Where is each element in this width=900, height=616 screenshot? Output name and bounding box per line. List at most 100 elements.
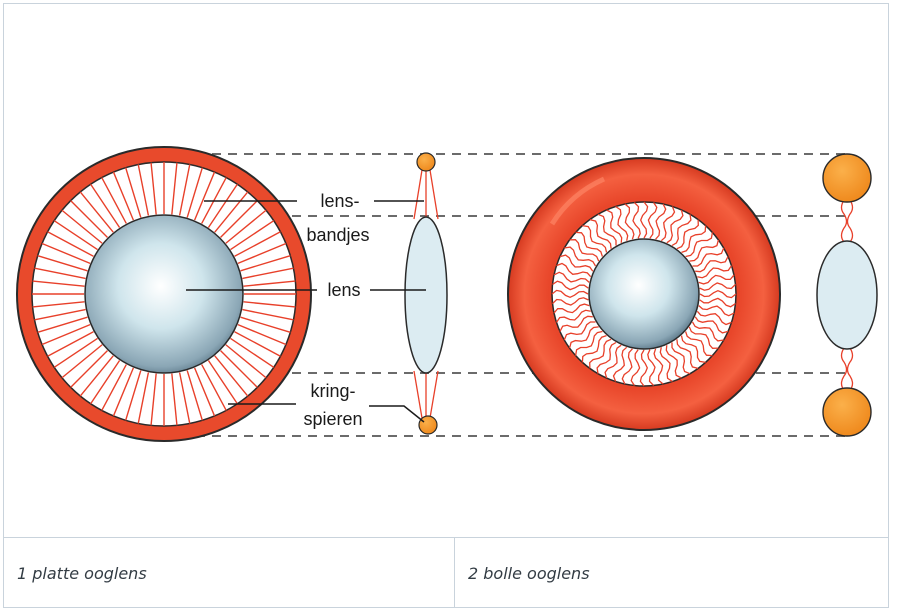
ligament-strand <box>639 201 649 239</box>
ligament-strand <box>612 346 628 382</box>
ligament-strand <box>671 342 691 375</box>
ligament-strand <box>53 337 98 368</box>
round-eye-front-view <box>507 157 781 431</box>
ligament-strand <box>699 297 736 308</box>
ligament-strand <box>692 247 725 267</box>
figure-frame: lens- bandjes lens kring- spieren <box>3 3 889 608</box>
lens-round <box>588 238 700 350</box>
ligament-strand <box>689 239 720 262</box>
lens-flat <box>84 214 244 374</box>
ligament-strand <box>32 301 85 308</box>
ligament-strand <box>697 265 733 279</box>
flat-lens-side-view <box>404 152 448 435</box>
ligament-strand <box>666 209 684 244</box>
ligament-strand <box>684 331 713 357</box>
ligament-strand <box>101 364 127 411</box>
muscle-cross-section-bottom-flat <box>418 415 438 435</box>
ligament-strand <box>47 331 94 357</box>
ligament-strand <box>582 224 608 253</box>
ligament-strand <box>34 267 86 280</box>
ligament-strand <box>624 203 635 240</box>
ligament-strand <box>240 316 291 333</box>
flat-eye-front-view <box>16 146 312 442</box>
ligament-strand <box>150 373 157 426</box>
ligament-strand <box>630 349 641 386</box>
ligament-strand <box>214 191 249 233</box>
ligament-strand <box>696 310 732 326</box>
ligament-strand <box>574 330 603 356</box>
ligament-strand <box>37 255 88 272</box>
ligament-strand <box>90 360 121 405</box>
ligament-strand <box>112 367 135 417</box>
caption-round-lens: 2 bolle ooglens <box>468 563 590 583</box>
ligament-strand <box>647 349 656 386</box>
ligament-strand <box>660 206 676 242</box>
ligament-strand <box>230 220 275 251</box>
ligament-strand <box>695 256 729 273</box>
ligament-strand <box>596 341 617 374</box>
eye-lens-diagram: lens- bandjes lens kring- spieren <box>4 4 890 537</box>
ligament-strand <box>137 164 150 216</box>
ligament-strand <box>685 232 714 258</box>
ligament-strand <box>220 200 258 238</box>
ligament-strand <box>243 301 296 308</box>
lens-side-round <box>816 240 878 350</box>
ligament-strand <box>575 231 604 257</box>
ligament-strand <box>214 355 249 397</box>
ligament-strand <box>676 219 699 250</box>
ligament-strand <box>201 364 227 411</box>
ligament-strand <box>186 167 203 218</box>
label-lens: lens <box>327 280 360 300</box>
ligament-strand <box>691 321 724 342</box>
ligament-strand <box>242 308 294 321</box>
ligament-strand <box>207 183 238 228</box>
lens-ligaments-flat <box>32 162 296 426</box>
round-lens-side-view <box>816 153 878 437</box>
pointer-lines <box>186 200 426 423</box>
ligament-strand <box>79 191 114 233</box>
ligament-strand <box>237 323 287 346</box>
ligament-strand <box>112 171 135 221</box>
ligament-strand <box>621 348 633 385</box>
ligament-strand <box>79 355 114 397</box>
ligament-strand <box>125 370 142 421</box>
ligament-strand <box>559 254 594 272</box>
ligament-strand <box>101 177 127 224</box>
ligament-strand <box>137 372 150 424</box>
ligament-strand <box>240 255 291 272</box>
ligament-strand <box>237 242 287 265</box>
ligament-strand <box>606 209 623 243</box>
ligament-strand <box>597 213 617 246</box>
ligament-strand <box>555 309 591 323</box>
ligament-strand <box>647 202 658 239</box>
ligament-strand <box>698 305 735 317</box>
ligament-strand <box>699 282 736 291</box>
ligament-strand <box>171 162 178 215</box>
ligament-strand <box>37 316 88 333</box>
ligament-strand <box>659 347 673 383</box>
muscle-cross-section-top-round <box>822 153 872 203</box>
ligament-strand <box>193 171 216 221</box>
label-kringspieren-line2: spieren <box>303 409 362 429</box>
ligament-strand <box>242 267 294 280</box>
ligament-strand <box>553 303 590 314</box>
ligament-strand <box>564 246 597 267</box>
ligament-strand <box>568 326 599 349</box>
ligament-strand <box>41 323 91 346</box>
ligament-strand <box>234 331 281 357</box>
ligament-strand <box>632 202 641 239</box>
ligament-strand <box>61 344 103 379</box>
ligament-strand <box>186 370 203 421</box>
ligament-strand <box>178 164 191 216</box>
ligament-strand <box>655 203 667 240</box>
ligament-strand <box>41 242 91 265</box>
ligament-strand <box>53 220 98 251</box>
ligament-strand <box>61 209 103 244</box>
ligament-strand <box>178 372 191 424</box>
ligament-strand <box>699 289 737 299</box>
ligament-strand <box>207 360 238 405</box>
ligament-strand <box>553 271 590 283</box>
ligament-strand <box>552 280 589 291</box>
ligament-strand <box>680 335 706 364</box>
ligament-strand <box>681 225 707 254</box>
